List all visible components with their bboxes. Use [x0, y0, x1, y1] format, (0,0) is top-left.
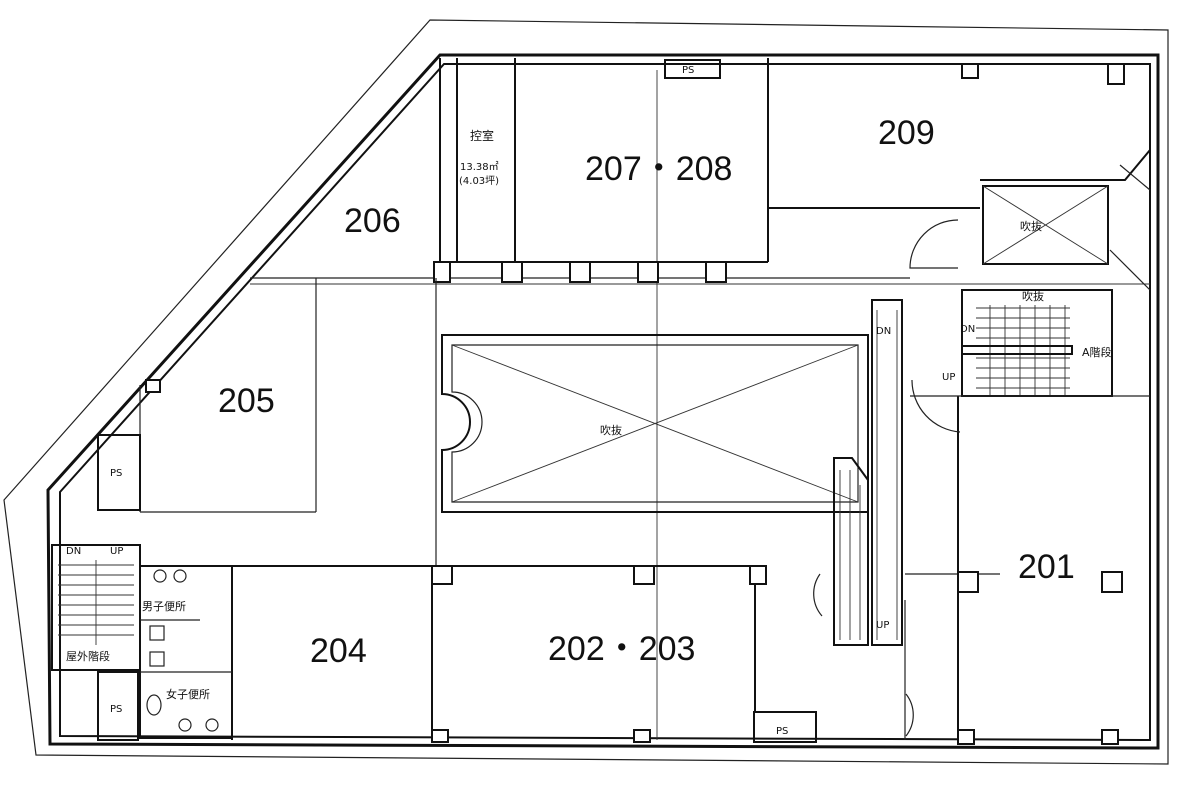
outdoor-stair-label: 屋外階段 — [66, 649, 110, 663]
site-boundary — [3, 19, 1169, 765]
column — [633, 565, 655, 585]
a-stair-label: A階段 — [1082, 345, 1112, 359]
atrium-label: 吹抜 — [600, 423, 622, 437]
a-stair-up: UP — [942, 372, 955, 383]
column — [637, 261, 659, 283]
door-arc — [905, 693, 914, 737]
womens-restroom-label: 女子便所 — [166, 687, 210, 701]
atrium-cross-b — [451, 344, 859, 503]
room-label-205: 205 — [218, 382, 275, 420]
column — [633, 729, 651, 743]
outdoor-stair-up: UP — [110, 546, 123, 557]
escalator-a — [871, 299, 903, 646]
escalator-b-steps — [839, 470, 861, 640]
room-label-201: 201 — [1018, 548, 1075, 586]
door-arc — [909, 219, 959, 269]
column — [433, 261, 451, 283]
ps-bottom-box — [753, 711, 817, 743]
ps-label-left: PS — [110, 468, 122, 479]
toilet — [173, 569, 187, 583]
restroom-block — [139, 565, 233, 739]
outer-wall-inner — [59, 63, 1151, 742]
stair-top-void-label: 吹抜 — [1022, 289, 1044, 303]
outdoor-stair-treads — [58, 560, 134, 645]
escalator-a-steps — [876, 310, 898, 640]
ps-left-bottom-box — [97, 671, 139, 741]
wall-209-right-step — [980, 149, 1151, 181]
room-label-209: 209 — [878, 114, 935, 152]
upper-void-label: 吹抜 — [1020, 219, 1042, 233]
atrium-outline — [441, 334, 869, 513]
atrium-inner — [451, 344, 859, 503]
outer-wall — [46, 53, 1160, 750]
ps-left-box — [97, 434, 141, 511]
room-label-206: 206 — [344, 202, 401, 240]
mens-restroom-label: 男子便所 — [142, 600, 186, 613]
sink — [178, 718, 192, 732]
ps-label-top: PS — [682, 65, 694, 76]
column — [749, 565, 767, 585]
outdoor-stair-dn: DN — [66, 546, 81, 557]
escalator-dn: DN — [876, 326, 891, 337]
escalator-b — [833, 457, 869, 646]
void-stair-right — [1109, 164, 1151, 291]
a-stair-landing — [961, 345, 1073, 355]
toilet — [146, 694, 162, 716]
column — [501, 261, 523, 283]
upper-void-box — [982, 185, 1109, 265]
a-stair-treads — [976, 305, 1070, 395]
escalator-up: UP — [876, 620, 889, 631]
door-arc — [813, 573, 823, 617]
a-stair-dn: DN — [960, 324, 975, 335]
sink — [205, 718, 219, 732]
room-label-207-208: 207・208 — [585, 150, 732, 188]
column — [145, 379, 161, 393]
toilet — [153, 569, 167, 583]
column — [961, 63, 979, 79]
toilet — [149, 625, 165, 641]
restroom-divider — [140, 619, 232, 673]
column — [705, 261, 727, 283]
column — [431, 565, 453, 585]
room-label-202-203: 202・203 — [548, 630, 695, 668]
column — [1101, 571, 1123, 593]
column — [957, 571, 979, 593]
ps-label-bottom: PS — [776, 726, 788, 737]
column — [1107, 63, 1125, 85]
room-label-204: 204 — [310, 632, 367, 670]
door-arc — [911, 379, 961, 433]
control-room-name: 控室 — [470, 128, 494, 143]
ps-label-left-bottom: PS — [110, 704, 122, 715]
control-room-area-tsubo: (4.03坪) — [459, 174, 499, 187]
a-stair-box — [961, 289, 1113, 397]
ps-top-box — [664, 59, 721, 79]
column — [431, 729, 449, 743]
column — [1101, 729, 1119, 745]
toilet — [149, 651, 165, 667]
column — [957, 729, 975, 745]
control-room-area-sqm: 13.38㎡ — [460, 161, 499, 173]
column — [569, 261, 591, 283]
upper-void-cross-b — [982, 185, 1109, 265]
